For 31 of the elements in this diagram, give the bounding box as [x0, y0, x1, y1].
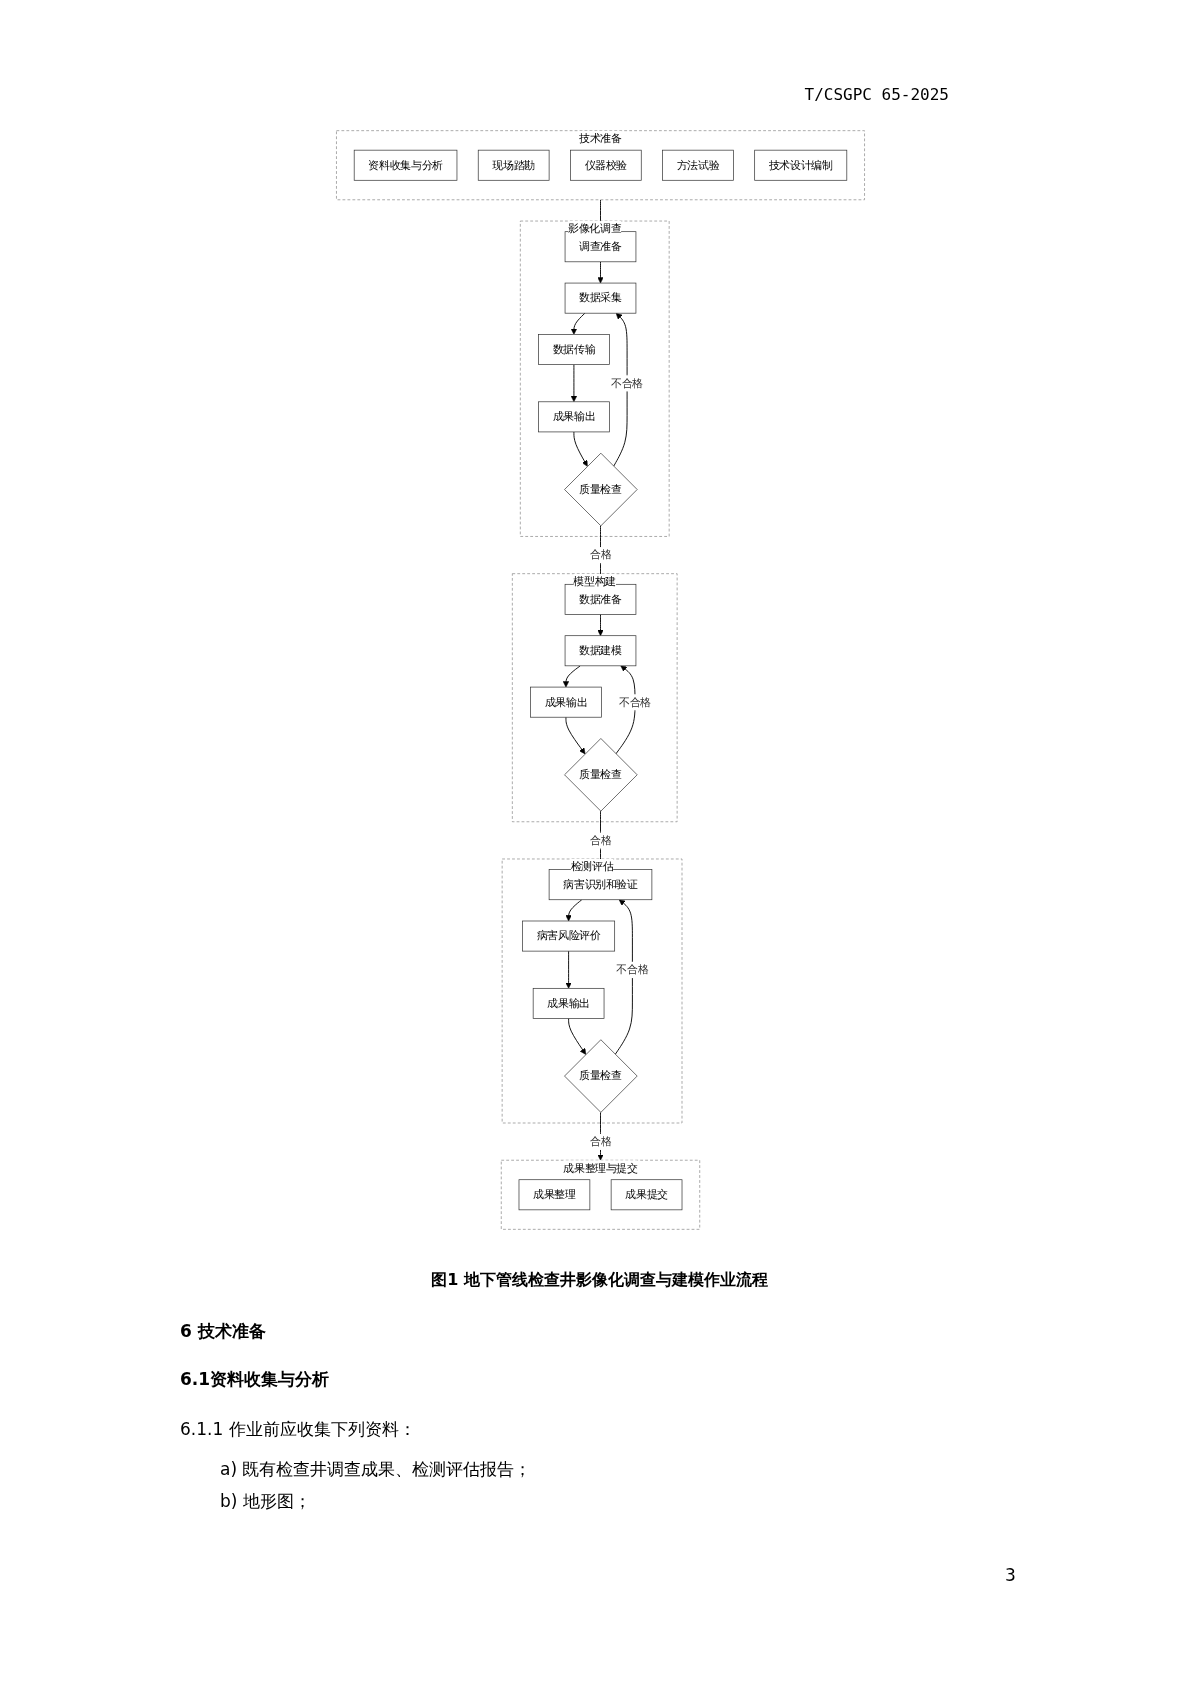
page-number: 3	[1005, 1565, 1016, 1585]
standard-number: T/CSGPC 65-2025	[804, 85, 949, 104]
section-heading: 6 技术准备	[180, 1320, 266, 1343]
node-box: 数据建模	[564, 635, 636, 667]
node-box: 成果输出	[537, 401, 610, 433]
node-box: 病害风险评价	[521, 920, 615, 952]
node-box: 资料收集与分析	[353, 149, 457, 181]
edge-label: 不合格	[610, 376, 643, 390]
section-heading: 6.1资料收集与分析	[180, 1368, 330, 1391]
node-box: 数据传输	[537, 334, 610, 365]
node-box: 成果输出	[532, 987, 604, 1019]
node-box: 方法试验	[661, 149, 734, 181]
node-box: 成果输出	[529, 686, 602, 718]
edge-label: 合格	[589, 833, 611, 847]
node-box: 现场踏勘	[477, 149, 549, 181]
node-box: 成果整理	[518, 1179, 590, 1211]
edge-label: 合格	[589, 1135, 611, 1148]
figure-caption: 图1 地下管线检查井影像化调查与建模作业流程	[430, 1270, 769, 1291]
paragraph: 6.1.1 作业前应收集下列资料：	[180, 1418, 416, 1441]
node-box: 数据采集	[564, 282, 636, 314]
list-item: b) 地形图；	[220, 1490, 311, 1513]
edge-label: 不合格	[618, 695, 651, 709]
node-box: 成果提交	[610, 1179, 682, 1211]
node-diamond: 质量检查	[563, 1039, 638, 1113]
edge-label: 合格	[589, 548, 611, 562]
node-diamond: 质量检查	[563, 452, 638, 527]
node-box: 仪器校验	[569, 149, 642, 181]
list-item: a) 既有检查井调查成果、检测评估报告；	[220, 1458, 532, 1481]
node-diamond: 质量检查	[563, 738, 638, 812]
edge-label: 不合格	[615, 963, 648, 976]
node-box: 技术设计编制	[753, 149, 847, 181]
